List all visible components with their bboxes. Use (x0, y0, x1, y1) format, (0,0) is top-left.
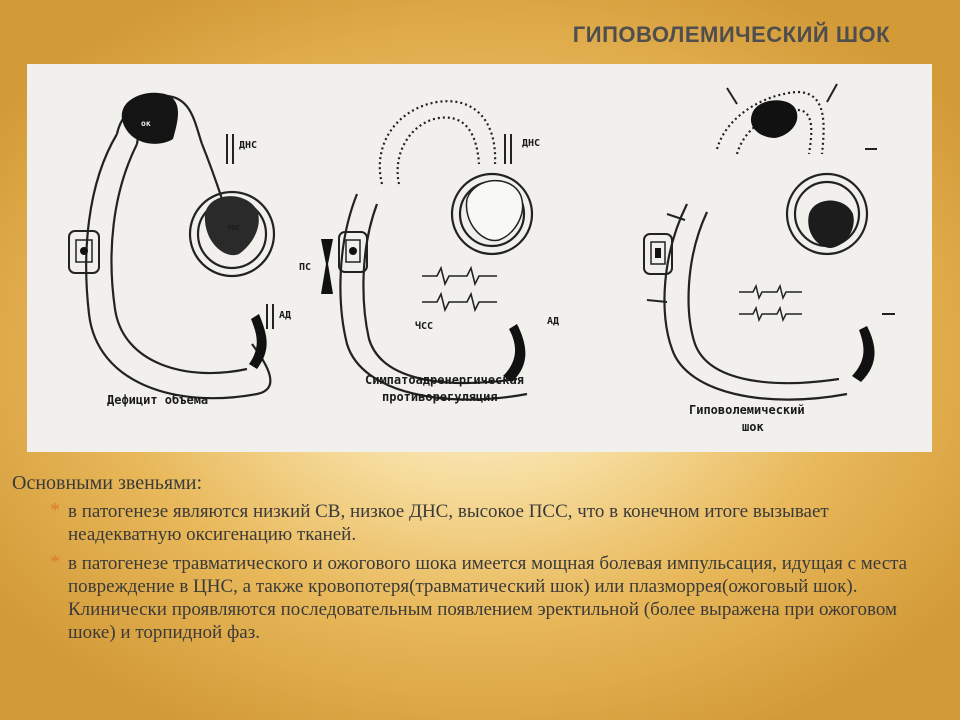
pathogenesis-figure: ок ДНС АД УОС Дефицит объема (27, 64, 932, 452)
bullet-text-1: в патогенезе являются низкий СВ, низкое … (68, 501, 829, 545)
bullet-item-1: * в патогенезе являются низкий СВ, низко… (50, 499, 930, 546)
label-ps: ПС (299, 262, 311, 273)
label-ad-2: АД (547, 316, 559, 327)
caption-sympathoadrenergic-line1: Симпатоадренергическая (365, 373, 524, 387)
circulation-schemes: ок ДНС АД УОС Дефицит объема (27, 64, 932, 452)
label-chss: ЧСС (415, 320, 433, 332)
caption-hypovolemic-line1: Гиповолемический (689, 403, 805, 417)
panel3-fills (643, 83, 895, 382)
label-ok: ок (141, 119, 151, 128)
caption-sympathoadrenergic-line2: противорегуляция (382, 390, 498, 404)
caption-hypovolemic-line2: шок (742, 420, 764, 434)
panel-hypovolemic-shock (663, 90, 869, 401)
label-dns-2: ДНС (522, 138, 540, 149)
asterisk-bullet-icon: * (50, 499, 60, 521)
caption-volume-deficit: Дефицит объема (107, 393, 208, 407)
bullet-list: * в патогенезе являются низкий СВ, низко… (50, 499, 930, 650)
bullet-text-2: в патогенезе травматического и ожогового… (68, 553, 908, 643)
label-uos: УОС (227, 224, 240, 232)
asterisk-bullet-icon: * (50, 551, 60, 573)
label-ad-1: АД (279, 310, 291, 321)
bullet-item-2: * в патогенезе травматического и ожогово… (50, 551, 930, 644)
label-dns-1: ДНС (239, 140, 257, 151)
panel2-fills (321, 134, 526, 382)
panel1-fills (68, 92, 274, 369)
slide-title: ГИПОВОЛЕМИЧЕСКИЙ ШОК (572, 22, 890, 47)
intro-text: Основными звеньями: (12, 472, 203, 494)
